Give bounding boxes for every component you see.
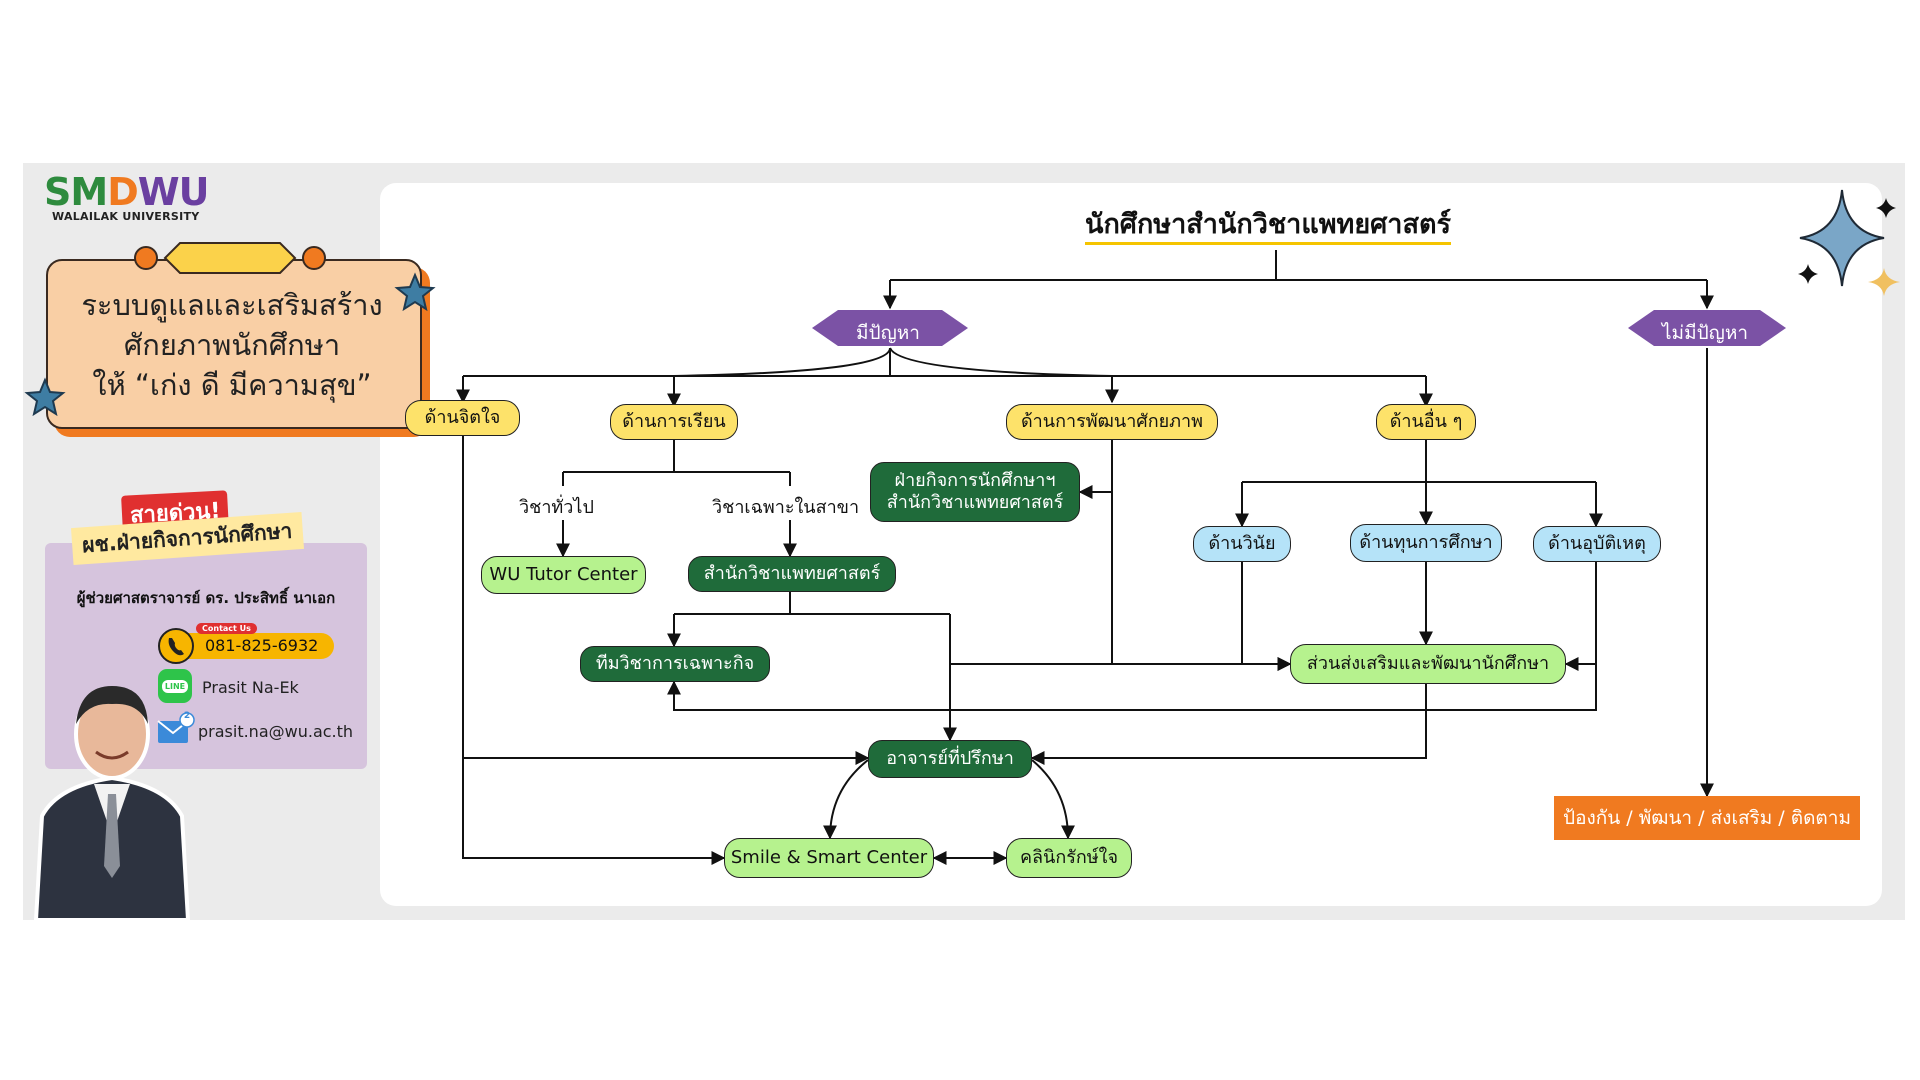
node-study[interactable]: ด้านการเรียน	[610, 404, 738, 440]
node-advisor[interactable]: อาจารย์ที่ปรึกษา	[868, 740, 1032, 778]
banner-hexagon-tab	[163, 242, 297, 274]
line-icon: LINE	[158, 669, 192, 703]
node-student-affairs[interactable]: ฝ่ายกิจการนักศึกษาฯ สำนักวิชาแพทยศาสตร์	[870, 462, 1080, 522]
no-problem-label: ไม่มีปัญหา	[1662, 322, 1749, 344]
diagram-title: นักศึกษาสำนักวิชาแพทยศาสตร์	[1085, 208, 1451, 245]
node-discipline[interactable]: ด้านวินัย	[1193, 526, 1291, 562]
node-mental[interactable]: ด้านจิตใจ	[405, 400, 520, 436]
node-promotion-unit[interactable]: ส่วนส่งเสริมและพัฒนานักศึกษา	[1290, 644, 1566, 684]
node-clinic[interactable]: คลินิกรักษ์ใจ	[1006, 838, 1132, 878]
node-other[interactable]: ด้านอื่น ๆ	[1376, 404, 1476, 440]
email-address[interactable]: prasit.na@wu.ac.th	[198, 722, 354, 741]
contact-us-tag: Contact Us	[196, 623, 257, 634]
phone-icon	[158, 628, 194, 664]
node-accident[interactable]: ด้านอุบัติเหตุ	[1533, 526, 1661, 562]
hexagon-has-problem	[812, 310, 968, 346]
node-scholarship[interactable]: ด้านทุนการศึกษา	[1350, 524, 1502, 562]
sparkle-decorations	[1798, 189, 1900, 296]
contact-name: ผู้ช่วยศาสตราจารย์ ดร. ประสิทธิ์ นาเอก	[76, 589, 336, 607]
logo: SMDWU	[44, 170, 210, 214]
has-problem-label: มีปัญหา	[856, 322, 920, 344]
sparkle-icon	[1799, 189, 1885, 287]
label-general-subject: วิชาทั่วไป	[519, 497, 594, 518]
node-tutor-center[interactable]: WU Tutor Center	[481, 556, 646, 594]
banner-dot-right	[302, 246, 326, 270]
star-icon	[24, 377, 66, 417]
logo-subtitle: WALAILAK UNIVERSITY	[52, 210, 200, 223]
sparkle-icon	[1876, 198, 1896, 218]
mail-icon	[157, 712, 195, 743]
node-development[interactable]: ด้านการพัฒนาศักยภาพ	[1006, 404, 1218, 440]
banner-dot-left	[134, 246, 158, 270]
label-major-subject: วิชาเฉพาะในสาขา	[712, 497, 860, 518]
star-icon	[394, 272, 436, 312]
person-photo	[33, 686, 191, 920]
node-academic-team[interactable]: ทีมวิชาการเฉพาะกิจ	[580, 646, 770, 682]
slogan-banner	[46, 259, 422, 429]
node-smile-center[interactable]: Smile & Smart Center	[724, 838, 934, 878]
mail-badge: 2	[183, 711, 191, 721]
slogan-text: ระบบดูแลและเสริมสร้าง ศักยภาพนักศึกษา ให…	[81, 288, 383, 402]
sparkle-icon	[1798, 264, 1818, 284]
phone-number[interactable]: 081-825-6932	[205, 636, 319, 655]
hexagon-no-problem	[1628, 310, 1786, 346]
node-school-medicine[interactable]: สำนักวิชาแพทยศาสตร์	[688, 556, 896, 592]
node-prevention[interactable]: ป้องกัน / พัฒนา / ส่งเสริม / ติดตาม	[1554, 796, 1860, 840]
line-id[interactable]: Prasit Na-Ek	[202, 678, 299, 697]
sparkle-icon	[1868, 268, 1900, 296]
